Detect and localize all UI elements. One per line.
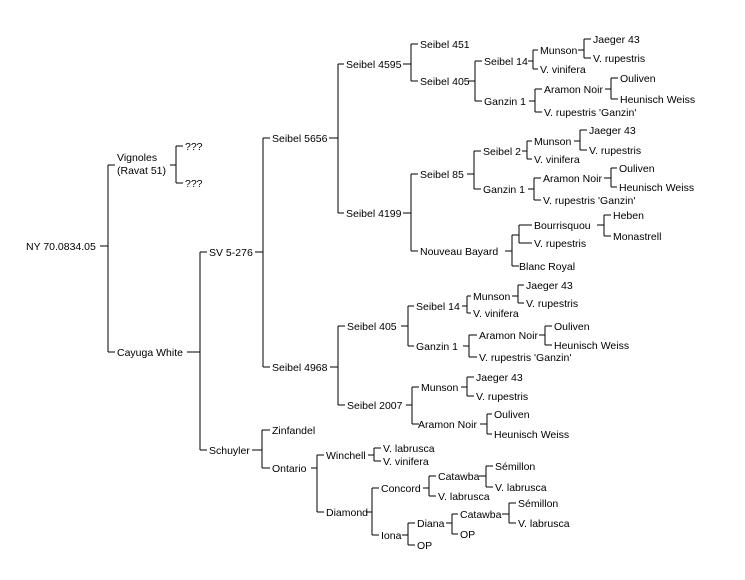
heunisch-weiss-label: Heunisch Weiss	[554, 340, 629, 352]
munson-label: Munson	[534, 136, 572, 148]
v-labrusca-label: V. labrusca	[495, 482, 547, 494]
seibel-4199-label: Seibel 4199	[346, 208, 402, 220]
ganzin-1-label: Ganzin 1	[416, 341, 458, 353]
blanc-royal-label: Blanc Royal	[519, 261, 575, 273]
semillon-label: Sémillon	[518, 498, 558, 510]
ganzin-1-label: Ganzin 1	[484, 96, 526, 108]
v-rupestris-label: V. rupestris	[593, 53, 645, 65]
heben-label: Heben	[613, 210, 644, 222]
ouliven-label: Ouliven	[494, 409, 530, 421]
seibel-2-label: Seibel 2	[483, 146, 521, 158]
vignoles-subtitle: (Ravat 51)	[117, 165, 166, 177]
jaeger-43-label: Jaeger 43	[526, 280, 573, 292]
seibel-4595-label: Seibel 4595	[346, 59, 402, 71]
diana-label: Diana	[417, 518, 445, 530]
v-vinifera-label: V. vinifera	[383, 456, 429, 468]
v-rupestris-label: V. rupestris	[526, 298, 578, 310]
zinfandel-label: Zinfandel	[272, 425, 315, 437]
semillon-label: Sémillon	[495, 461, 535, 473]
bourrisquou-label: Bourrisquou	[534, 220, 591, 232]
v-rupestris-label: V. rupestris	[589, 145, 641, 157]
v-rupestris-label: V. rupestris	[534, 238, 586, 250]
op-label: OP	[417, 540, 432, 552]
seibel-85-label: Seibel 85	[420, 169, 464, 181]
op-label: OP	[460, 529, 475, 541]
aramon-noir-label: Aramon Noir	[418, 419, 477, 431]
seibel-5656-label: Seibel 5656	[272, 133, 328, 145]
heunisch-weiss-label: Heunisch Weiss	[619, 182, 694, 194]
aramon-noir-label: Aramon Noir	[479, 330, 538, 342]
v-vinifera-label: V. vinifera	[534, 154, 580, 166]
ontario-label: Ontario	[272, 463, 307, 475]
seibel-2007-label: Seibel 2007	[347, 400, 403, 412]
v-labrusca-label: V. labrusca	[383, 443, 435, 455]
catawba-label: Catawba	[438, 471, 480, 483]
v-rupestris-ganzin-label: V. rupestris 'Ganzin'	[479, 352, 571, 364]
seibel-4968-label: Seibel 4968	[272, 362, 328, 374]
connector-lines	[100, 38, 618, 546]
root-variety: NY 70.0834.05	[26, 241, 96, 253]
seibel-14-label: Seibel 14	[416, 301, 460, 313]
ouliven-label: Ouliven	[554, 321, 590, 333]
ganzin-1-label: Ganzin 1	[483, 184, 525, 196]
nouveau-bayard-label: Nouveau Bayard	[420, 246, 498, 258]
ouliven-label: Ouliven	[620, 73, 656, 85]
heunisch-weiss-label: Heunisch Weiss	[620, 94, 695, 106]
monastrell-label: Monastrell	[613, 231, 661, 243]
catawba-label: Catawba	[460, 509, 502, 521]
jaeger-43-label: Jaeger 43	[589, 125, 636, 137]
v-rupestris-ganzin-label: V. rupestris 'Ganzin'	[543, 195, 635, 207]
munson-label: Munson	[421, 382, 459, 394]
v-rupestris-label: V. rupestris	[476, 391, 528, 403]
seibel-14-label: Seibel 14	[484, 56, 528, 68]
v-labrusca-label: V. labrusca	[518, 518, 570, 530]
v-vinifera-label: V. vinifera	[540, 64, 586, 76]
diamond-label: Diamond	[326, 507, 368, 519]
seibel-451-label: Seibel 451	[420, 39, 470, 51]
unknown-parent-1: ???	[185, 141, 203, 153]
vignoles-label: Vignoles	[117, 152, 157, 164]
seibel-405-label: Seibel 405	[420, 76, 470, 88]
variety-labels: NY 70.0834.05 Vignoles (Ravat 51) ??? ??…	[26, 34, 695, 552]
v-labrusca-label: V. labrusca	[438, 491, 490, 503]
sv-5-276-label: SV 5-276	[209, 247, 253, 259]
iona-label: Iona	[381, 530, 402, 542]
concord-label: Concord	[381, 483, 421, 495]
schuyler-label: Schuyler	[209, 445, 250, 457]
v-rupestris-ganzin-label: V. rupestris 'Ganzin'	[544, 107, 636, 119]
v-vinifera-label: V. vinifera	[473, 308, 519, 320]
munson-label: Munson	[540, 45, 578, 57]
ouliven-label: Ouliven	[619, 163, 655, 175]
heunisch-weiss-label: Heunisch Weiss	[494, 429, 569, 441]
aramon-noir-label: Aramon Noir	[544, 84, 603, 96]
aramon-noir-label: Aramon Noir	[543, 173, 602, 185]
seibel-405-label: Seibel 405	[347, 321, 397, 333]
winchell-label: Winchell	[326, 450, 366, 462]
jaeger-43-label: Jaeger 43	[476, 372, 523, 384]
cayuga-white-label: Cayuga White	[117, 347, 183, 359]
unknown-parent-2: ???	[185, 178, 203, 190]
munson-label: Munson	[473, 291, 511, 303]
jaeger-43-label: Jaeger 43	[593, 34, 640, 46]
